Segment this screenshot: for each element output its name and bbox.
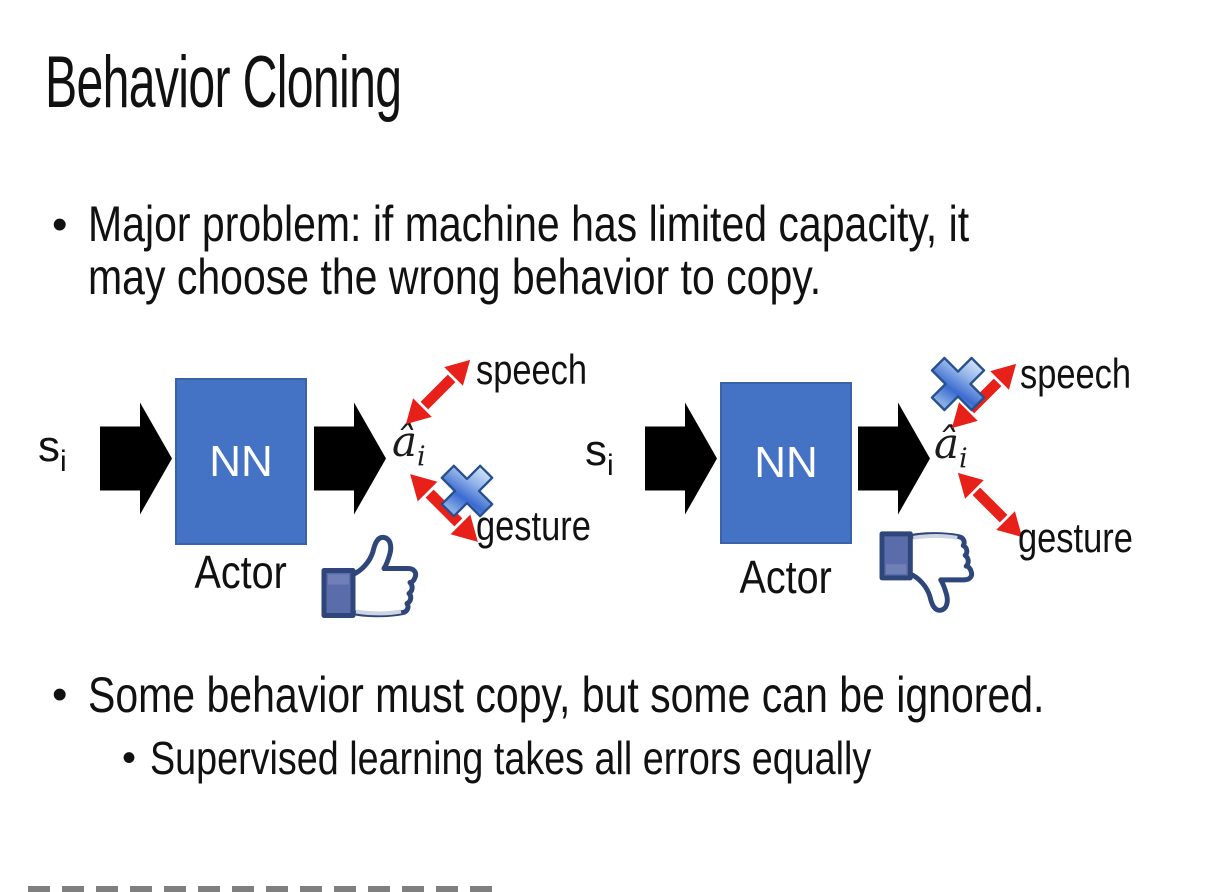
input-state-label: si: [38, 422, 67, 478]
cross-icon: [926, 352, 990, 416]
gesture-label: gesture: [476, 502, 591, 549]
gesture-label: gesture: [1018, 514, 1133, 561]
output-action-label: âi: [934, 419, 968, 475]
bullet-dot: •: [52, 670, 68, 719]
thumbs-up-icon: [320, 527, 420, 622]
thumbs-down-icon: [878, 528, 976, 620]
speech-arrow-icon: [402, 356, 474, 428]
sub-bullet-supervised: • Supervised learning takes all errors e…: [122, 733, 1030, 783]
bullet-line-1: Major problem: if machine has limited ca…: [88, 196, 970, 252]
actor-label: Actor: [194, 546, 288, 598]
page-title: Behavior Cloning: [45, 42, 402, 123]
block-arrow-icon: [645, 402, 717, 515]
bullet-dot: •: [52, 200, 68, 249]
input-state-label: si: [585, 426, 614, 482]
actor-label: Actor: [739, 551, 833, 603]
nn-label: NN: [754, 438, 818, 487]
bullet-text: Major problem: if machine has limited ca…: [88, 198, 969, 304]
nn-label: NN: [209, 436, 273, 486]
sub-bullet-text: Supervised learning takes all errors equ…: [150, 732, 872, 784]
speech-label: speech: [1020, 350, 1132, 397]
bullet-major-problem: • Major problem: if machine has limited …: [52, 198, 1163, 304]
speech-label: speech: [476, 346, 588, 393]
nn-box: NN: [175, 378, 307, 545]
block-arrow-icon: [858, 402, 930, 515]
bullet-dot: •: [122, 736, 137, 780]
block-arrow-icon: [314, 402, 386, 515]
nn-box: NN: [720, 382, 852, 544]
bottom-edge-artifact: [28, 886, 493, 892]
bullet-text: Some behavior must copy, but some can be…: [88, 667, 1045, 723]
block-arrow-icon: [100, 402, 172, 515]
bullet-line-2: may choose the wrong behavior to copy.: [88, 249, 822, 305]
output-action-label: âi: [392, 417, 426, 473]
bullet-some-behavior: • Some behavior must copy, but some can …: [52, 668, 1210, 722]
